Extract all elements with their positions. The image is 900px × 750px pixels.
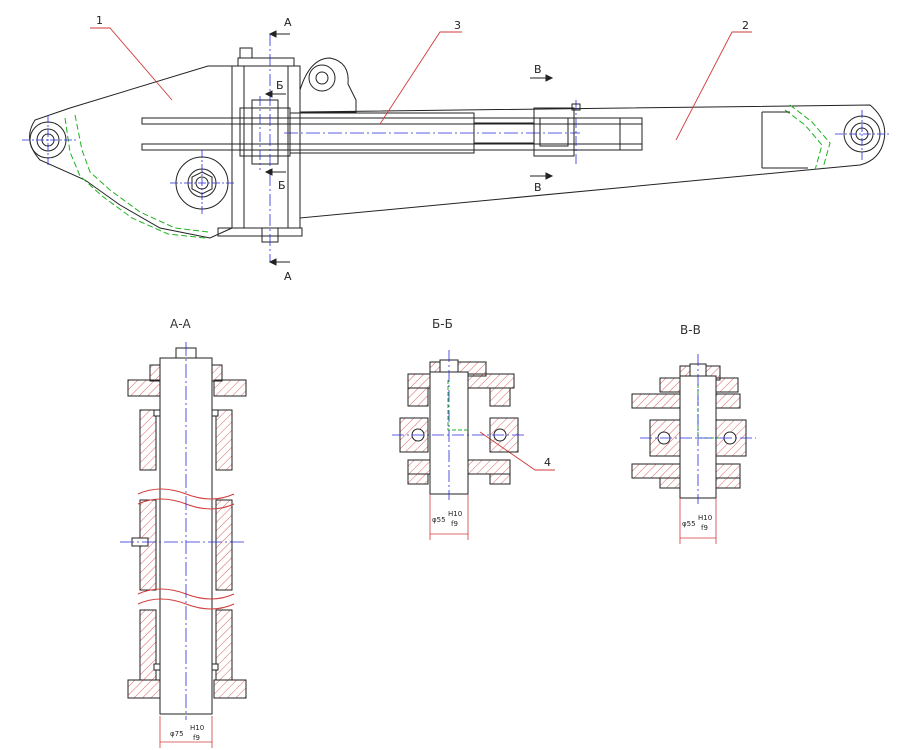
main-assembly-view: [22, 34, 889, 262]
cylinder-left-eye: [239, 107, 291, 157]
section-vv-view: [631, 363, 747, 499]
vv-dim-tol-top: H10: [698, 514, 712, 522]
aa-wall-right-1: [215, 409, 233, 471]
vv-lower-block-left: [659, 477, 681, 489]
bb-lower-block-left: [407, 473, 429, 485]
leader-3: [379, 31, 462, 125]
callout-3: 3: [454, 19, 461, 32]
pin-b: [251, 99, 279, 165]
cut-label-v-top: В: [534, 63, 542, 76]
section-aa-title: А-А: [170, 317, 192, 331]
vv-lower-arm-right: [715, 463, 741, 479]
pin-v-head: [571, 103, 581, 111]
section-cut-marks: [264, 30, 554, 266]
bb-lube-channel: [447, 380, 470, 431]
section-bb-title: Б-Б: [432, 317, 453, 331]
cut-a-top-arrow: [268, 30, 277, 38]
cut-label-b-top: Б: [276, 79, 284, 92]
leader-2: [675, 31, 752, 141]
aa-seal: [153, 409, 161, 417]
aa-seal: [211, 409, 219, 417]
part-2-arm-outline: [299, 104, 886, 219]
part-1-hidden-contour-2: [64, 117, 206, 239]
top-flange: [237, 57, 295, 67]
vv-arm-right: [715, 393, 741, 409]
section-bb-view: [399, 359, 519, 495]
section-vv-title: В-В: [680, 323, 701, 337]
callout-4: 4: [544, 456, 551, 469]
cut-b-top-arrow: [264, 90, 273, 98]
aa-break-line-1: [137, 488, 235, 500]
bb-lower-block-right: [489, 473, 511, 485]
vv-centerlines: [640, 354, 756, 504]
aa-dim-tol-top: H10: [190, 724, 204, 732]
aa-top-plate-right: [213, 379, 247, 397]
cut-label-b-bottom: Б: [278, 179, 286, 192]
aa-seal: [211, 663, 219, 671]
vv-arm-left: [631, 393, 681, 409]
section-aa-view: [127, 347, 247, 715]
bar-end-block: [619, 117, 643, 151]
part-1-lever-outline: [29, 65, 233, 239]
bb-upper-block-left: [407, 387, 429, 407]
pin-a-head-top: [239, 47, 253, 59]
aa-break-line-4: [137, 598, 235, 610]
part-2-hidden-contour: [784, 109, 823, 171]
aa-bottom-plate-right: [213, 679, 247, 699]
callout-1: 1: [96, 14, 103, 27]
aa-seal: [153, 663, 161, 671]
bb-dim-tol-top: H10: [448, 510, 462, 518]
aa-dimension: [159, 716, 213, 748]
rod-eye-inner: [539, 117, 569, 147]
aa-wall-right-2: [215, 499, 233, 591]
aa-wall-left-1: [139, 409, 157, 471]
part-2-hidden-contour-2: [789, 104, 831, 169]
leader-1: [90, 27, 173, 101]
top-bar: [141, 117, 643, 125]
rod-eye: [533, 107, 575, 157]
bottom-bar: [141, 143, 643, 151]
vv-dimension: [679, 498, 717, 544]
cut-label-a-bottom: А: [284, 270, 292, 283]
vv-lower-block-right: [715, 477, 741, 489]
cut-a-bottom-arrow: [268, 258, 277, 266]
vv-dim-tol-bot: f9: [701, 524, 708, 532]
aa-centerlines: [120, 342, 246, 720]
bracket-pin: [308, 64, 336, 92]
bottom-flange: [217, 227, 303, 237]
aa-bottom-plate-left: [127, 679, 161, 699]
aa-top-plate-left: [127, 379, 161, 397]
cut-label-a-top: А: [284, 16, 292, 29]
bb-centerlines: [392, 350, 524, 500]
cut-b-bottom-arrow: [264, 168, 273, 176]
bb-dim-tol-bot: f9: [451, 520, 458, 528]
vv-lower-arm-left: [631, 463, 681, 479]
bb-upper-block-right: [489, 387, 511, 407]
bracket-pin-hole: [315, 71, 329, 85]
cut-v-bottom-arrow: [545, 172, 554, 180]
part-1-hidden-contour: [74, 114, 209, 233]
bb-dimension: [429, 494, 469, 540]
cut-label-v-bottom: В: [534, 181, 542, 194]
vv-dim-dia: φ55: [682, 520, 696, 528]
cut-v-top-arrow: [545, 74, 554, 82]
aa-dim-dia: φ75: [170, 730, 184, 738]
aa-dim-tol-bot: f9: [193, 734, 200, 742]
callout-2: 2: [742, 19, 749, 32]
bb-dim-dia: φ55: [432, 516, 446, 524]
top-bracket: [299, 57, 357, 113]
